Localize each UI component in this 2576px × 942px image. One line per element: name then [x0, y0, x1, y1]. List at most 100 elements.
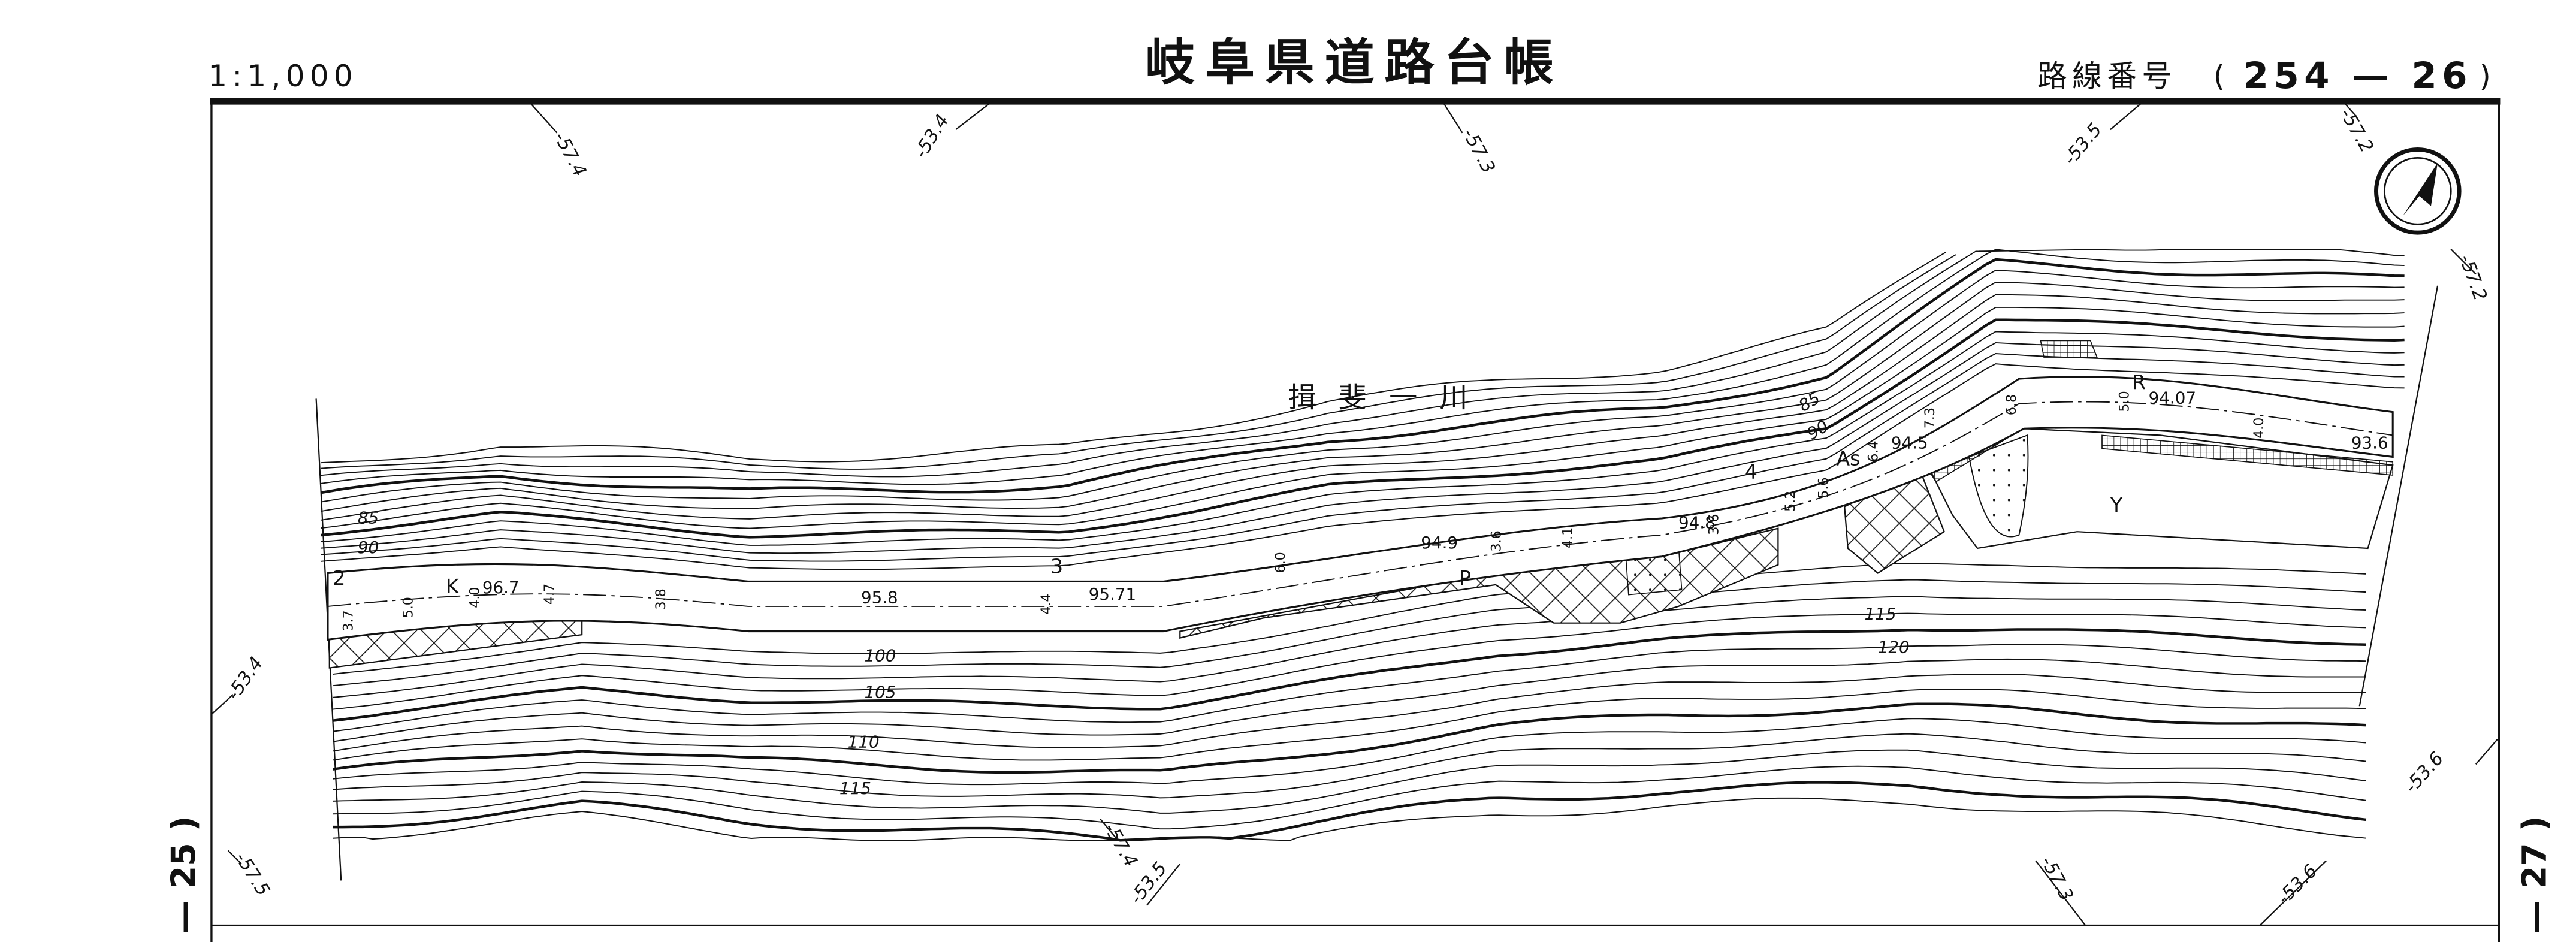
elevation-label: 94.8 [1678, 513, 1716, 533]
width-label: 4.4 [1038, 594, 1054, 615]
contour-line [333, 579, 2366, 687]
grid-label: -53.6 [2273, 861, 2322, 909]
grid-label: -57.5 [231, 849, 273, 899]
contour-label: 115 [839, 778, 871, 798]
contour-line [321, 254, 1956, 470]
width-label: 3.6 [1707, 514, 1722, 535]
contour-line [333, 596, 2366, 698]
width-label: 4.0 [2251, 418, 2267, 439]
adjacent-sheet-right: — 27 ) [2515, 816, 2554, 934]
contour-label: 100 [865, 645, 896, 665]
contour-label: 120 [1878, 638, 1910, 657]
surface-symbol-k: K [446, 575, 460, 598]
contour-line [321, 270, 2405, 503]
retaining-wall [2040, 340, 2098, 358]
surface-symbol-r: R [2132, 370, 2146, 394]
contour-lines-hillside [333, 563, 2367, 842]
contour-line [321, 252, 1946, 464]
width-label: 5.0 [2116, 391, 2132, 412]
contour-line [321, 282, 2405, 512]
contour-line [321, 249, 2405, 485]
contour-label: 90 [358, 538, 379, 557]
grid-label: -53.4 [223, 653, 267, 704]
contour-line [333, 674, 2366, 752]
contour-line [333, 628, 2366, 722]
elevation-label: 95.8 [861, 587, 898, 607]
contour-label: 110 [848, 732, 880, 752]
station-numbers: 2 3 4 [333, 460, 1757, 589]
station-number: 4 [1745, 460, 1757, 483]
surface-symbols: K P As R Y [446, 370, 2146, 598]
elevation-label: 93.6 [2351, 433, 2388, 453]
width-label: 4.1 [1560, 527, 1576, 548]
grid-label: -57.2 [2336, 105, 2378, 156]
contour-line [333, 733, 2366, 799]
grid-label: -53.5 [2059, 119, 2106, 169]
north-arrow-icon [2374, 147, 2462, 235]
contour-line [333, 702, 2366, 774]
contour-line [321, 258, 2405, 494]
road [327, 375, 2394, 641]
contour-line [333, 749, 2366, 814]
width-label: 7.3 [1922, 407, 1938, 428]
page-title: 岐阜県道路台帳 [1145, 34, 1564, 92]
grid-label: -57.3 [1458, 125, 1499, 177]
grid-label: -57.3 [2036, 853, 2077, 904]
contour-line [333, 765, 2366, 830]
station-number: 2 [333, 566, 345, 590]
contour-line [321, 306, 2405, 529]
contour-line [333, 658, 2366, 742]
contour-line [333, 718, 2366, 786]
adjacent-sheet-left: — 25 ) [165, 816, 203, 934]
grid-label: -57.2 [2455, 252, 2491, 304]
contour-line [333, 781, 2367, 842]
width-label: 5.2 [1783, 491, 1798, 512]
elevation-label: 94.07 [2149, 388, 2196, 408]
contour-line [333, 612, 2366, 710]
route-open-paren: ( [2213, 59, 2230, 93]
surface-symbol-as: As [1836, 446, 1860, 470]
contour-label: 105 [865, 682, 896, 702]
width-label: 5.6 [1816, 477, 1832, 498]
contour-labels: 85 90 85 90 100 105 110 115 115 120 [358, 388, 1910, 798]
width-label: 6.0 [1273, 552, 1288, 573]
contour-lines-riverbank [321, 249, 2405, 570]
width-label: 3.6 [1488, 530, 1504, 551]
map-frame [210, 98, 2501, 942]
grid-label: -57.4 [549, 129, 590, 180]
contour-label: 115 [1865, 604, 1896, 624]
elevation-label: 95.71 [1089, 584, 1136, 604]
width-label: 3.7 [341, 610, 357, 631]
grid-label: -57.4 [1100, 819, 1141, 871]
elevation-label: 96.7 [482, 578, 520, 597]
station-number: 3 [1050, 555, 1063, 578]
contour-line [333, 797, 2366, 841]
contour-line [333, 563, 2366, 675]
contour-line [321, 294, 2405, 521]
width-label: 6.4 [1866, 441, 1882, 462]
width-label: 5.0 [400, 597, 416, 618]
contour-line [321, 331, 2405, 546]
route-close-paren: ) [2479, 59, 2496, 93]
contour-label: 90 [1804, 416, 1832, 444]
scale-label: 1:1,000 [208, 59, 358, 93]
grid-label: -53.4 [910, 111, 953, 162]
elevation-label: 94.9 [1421, 533, 1458, 552]
elevation-label: 94.5 [1891, 433, 1928, 453]
road-elevations: 96.7 95.8 95.71 94.9 94.8 94.5 94.07 93.… [482, 388, 2388, 608]
retaining-wall [2101, 434, 2394, 476]
surface-symbol-p: P [1459, 566, 1471, 590]
road-widths: 3.7 5.0 4.0 4.7 3.8 4.4 6.0 3.6 4.1 3.6 … [341, 391, 2267, 631]
contour-label: 85 [358, 508, 379, 527]
contour-line [333, 644, 2366, 732]
sheet-boundary-right [2358, 285, 2439, 707]
route-number: 路線番号 ( 254 — 26 ) [2037, 55, 2496, 97]
route-number-value: 254 — 26 [2243, 55, 2472, 97]
width-label: 6.8 [2004, 394, 2019, 415]
contour-line [321, 363, 2405, 570]
river-name: 揖 斐 一 川 [1288, 381, 1475, 414]
width-label: 3.8 [653, 588, 669, 609]
grid-label: -53.6 [2400, 748, 2448, 798]
dotted-area [1968, 434, 2029, 538]
